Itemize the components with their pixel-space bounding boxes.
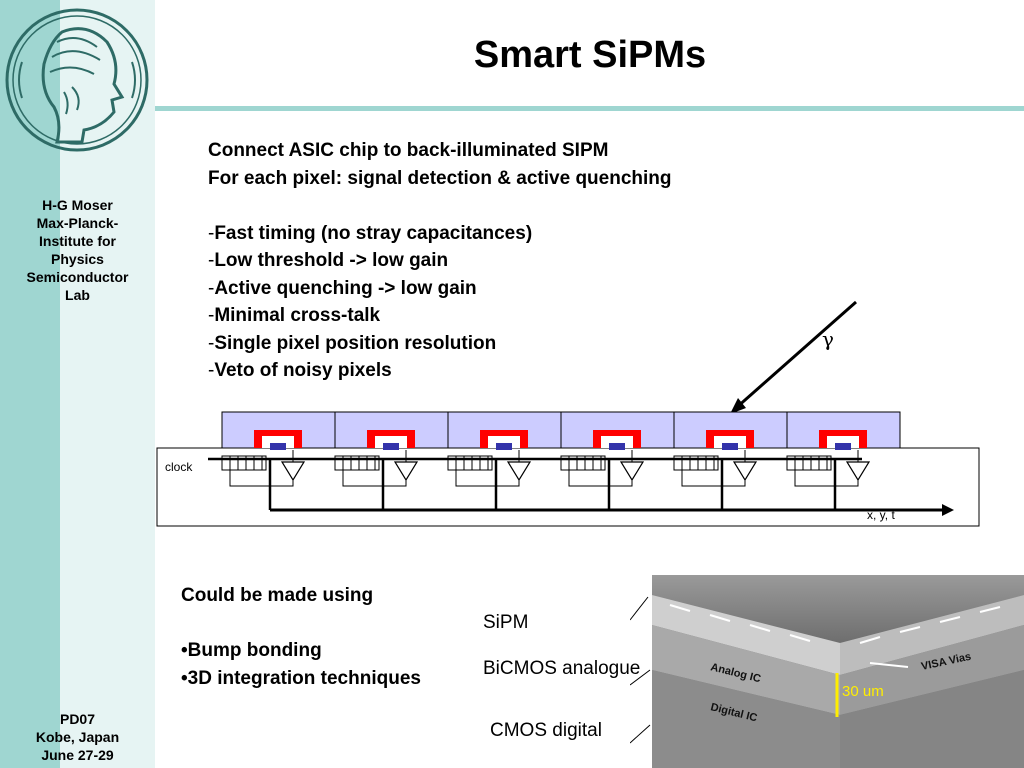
footer-line: June 27-29 xyxy=(41,747,114,763)
author-line: Max-Planck- xyxy=(36,215,119,231)
description-block: Connect ASIC chip to back-illuminated SI… xyxy=(208,137,672,385)
author-block: H-G Moser Max-Planck- Institute for Phys… xyxy=(0,196,155,304)
feature-item: -Single pixel position resolution xyxy=(208,332,497,354)
3d-stack-micrograph: Analog IC Digital IC VISA Vias 30 um xyxy=(630,575,1024,768)
gamma-label: γ xyxy=(822,327,834,351)
output-arrowhead xyxy=(942,504,954,516)
shift-register xyxy=(221,455,267,471)
minerva-head-logo-icon xyxy=(5,8,149,152)
feedback-wire xyxy=(229,470,294,487)
author-line: Physics xyxy=(51,251,104,267)
shift-register xyxy=(334,455,380,471)
fabrication-heading: Could be made using xyxy=(181,585,374,606)
footer-line: Kobe, Japan xyxy=(35,729,120,745)
gamma-arrow xyxy=(735,300,857,410)
sipm-layer-label: SiPM xyxy=(483,612,529,633)
feature-item: -Low threshold -> low gain xyxy=(208,250,449,271)
slide-title: Smart SiPMs xyxy=(473,34,707,76)
author-line: Lab xyxy=(65,287,90,303)
intro-line: Connect ASIC chip to back-illuminated SI… xyxy=(208,140,609,161)
bump-contact xyxy=(835,443,851,450)
bump-contact xyxy=(496,443,512,450)
bump-contact xyxy=(609,443,625,450)
analogue-layer-label: BiCMOS analogue xyxy=(483,658,641,679)
feedback-wire xyxy=(794,470,859,487)
gamma-arrowhead xyxy=(730,398,746,414)
fabrication-item: •Bump bonding xyxy=(181,640,322,661)
bump-contact xyxy=(383,443,399,450)
bump-contact xyxy=(270,443,286,450)
author-line: Semiconductor xyxy=(26,269,129,285)
shift-register xyxy=(447,455,493,471)
title-divider xyxy=(155,106,1024,111)
author-line: Institute for xyxy=(39,233,116,249)
feedback-wire xyxy=(681,470,746,487)
shift-register xyxy=(673,455,719,471)
feedback-wire xyxy=(455,470,520,487)
footer-line: PD07 xyxy=(59,711,96,727)
author-line: H-G Moser xyxy=(42,197,113,213)
sidebar: H-G Moser Max-Planck- Institute for Phys… xyxy=(0,0,155,768)
intro-line: For each pixel: signal detection & activ… xyxy=(208,167,672,189)
feature-item: -Active quenching -> low gain xyxy=(208,277,477,299)
shift-register xyxy=(786,455,832,471)
conference-footer: PD07 Kobe, Japan June 27-29 xyxy=(0,710,155,764)
digital-layer-label: CMOS digital xyxy=(490,720,602,741)
feature-item: -Minimal cross-talk xyxy=(208,305,381,326)
fabrication-item: •3D integration techniques xyxy=(181,667,421,689)
pixel-readout-diagram: γ clock x, y, t xyxy=(156,300,980,527)
feature-item: -Veto of noisy pixels xyxy=(208,360,392,381)
shift-register xyxy=(560,455,606,471)
bump-contact xyxy=(722,443,738,450)
feedback-wire xyxy=(342,470,407,487)
fabrication-block: Could be made using •Bump bonding •3D in… xyxy=(181,582,421,692)
feature-item: -Fast timing (no stray capacitances) xyxy=(208,222,533,244)
clock-label: clock xyxy=(165,460,193,474)
sidebar-accent-strip xyxy=(0,0,60,768)
thickness-label: 30 um xyxy=(842,683,884,700)
feedback-wire xyxy=(568,470,633,487)
